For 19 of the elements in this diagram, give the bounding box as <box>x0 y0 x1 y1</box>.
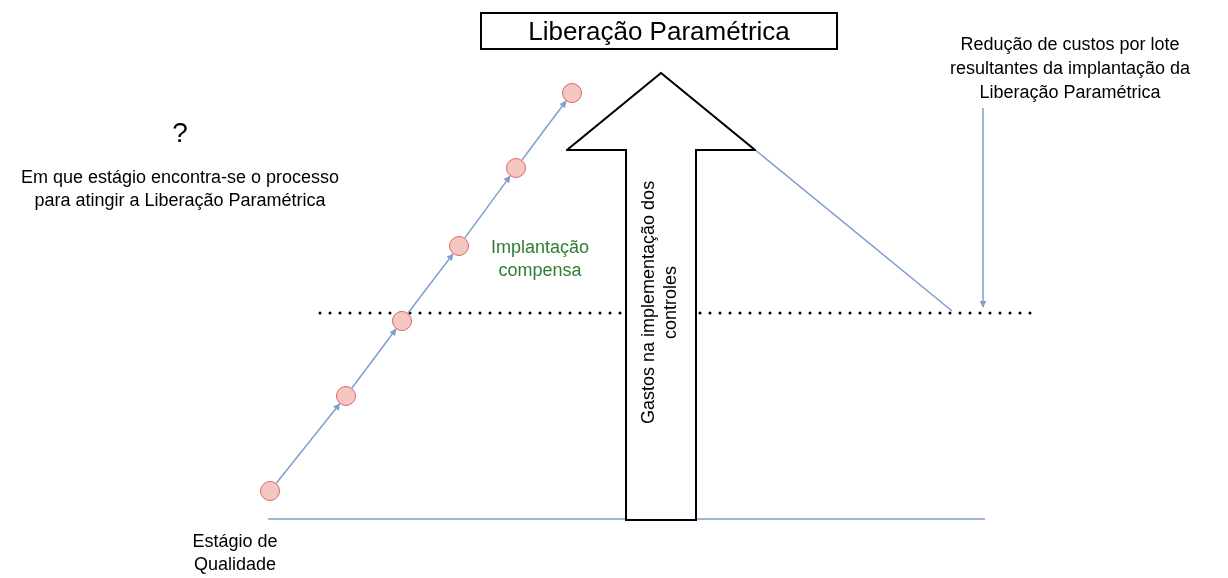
stage-circle <box>336 386 356 406</box>
arrow <box>521 100 567 161</box>
question-text: Em que estágio encontra-se o processo para atingir a Liberação Paramétrica <box>19 166 341 212</box>
stage-circle <box>392 311 412 331</box>
title-box: Liberação Paramétrica <box>480 12 838 50</box>
annotation-text: Redução de custos por lote resultantes da implantação da Liberação Paramétrica <box>920 32 1220 104</box>
question-mark: ? <box>171 116 189 149</box>
stage-circle <box>260 481 280 501</box>
stage-circle <box>506 158 526 178</box>
stage-circle <box>449 236 469 256</box>
arrow-label: Gastos na implementação dos controles <box>637 179 681 426</box>
arrow <box>464 175 511 239</box>
annotation-text: Implantação compensa <box>489 236 591 282</box>
leader-arrow <box>979 107 987 308</box>
arrow <box>351 328 397 389</box>
arrow <box>407 253 454 314</box>
axis-label: Estágio de Qualidade <box>191 530 279 576</box>
stage-circle <box>562 83 582 103</box>
arrow <box>275 403 341 484</box>
